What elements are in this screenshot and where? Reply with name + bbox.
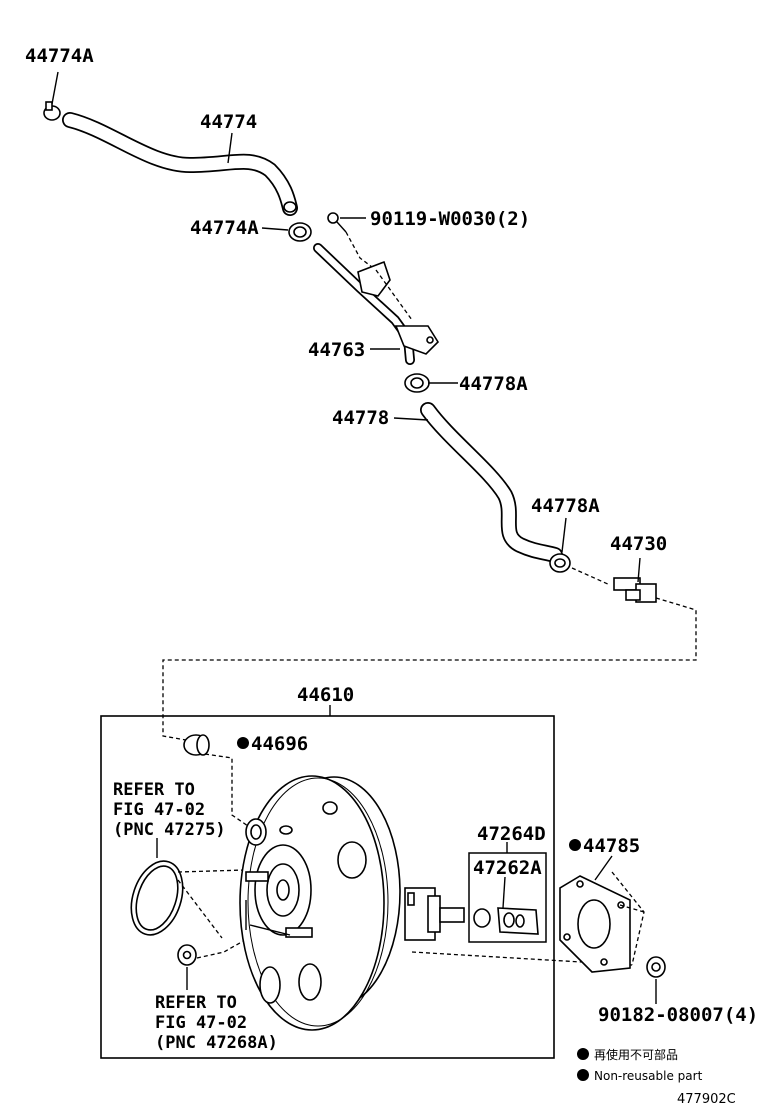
ring-seal[interactable] <box>122 854 191 941</box>
label-check-valve: 44730 <box>610 533 667 555</box>
hose-clip-top[interactable] <box>43 101 61 121</box>
valve-dash-b <box>162 597 697 741</box>
bolt-90119[interactable] <box>327 212 347 233</box>
hose-44774[interactable] <box>62 112 298 216</box>
label-hose-clip-top: 44774A <box>25 45 94 67</box>
clevis-47262a[interactable] <box>473 907 539 935</box>
ref2-line3: (PNC 47268A) <box>155 1033 278 1053</box>
non-reusable-mark-grommet <box>237 737 249 749</box>
legend-mark-jp <box>577 1048 589 1060</box>
legend-mark-en <box>577 1069 589 1081</box>
label-hose-clip-upper: 44774A <box>190 217 259 239</box>
small-nut[interactable] <box>177 944 197 966</box>
booster-assy-frame <box>100 715 555 1059</box>
legend-jp: 再使用不可部品 <box>594 1047 678 1062</box>
leader-hose-upper <box>227 132 233 164</box>
label-pushrod-set: 47264D <box>477 823 546 845</box>
clip-44778a-lower[interactable] <box>549 553 571 573</box>
label-clip-lower-a: 44778A <box>459 373 528 395</box>
clip-44778a-upper[interactable] <box>404 373 430 393</box>
label-bolt: 90119-W0030(2) <box>370 208 530 230</box>
gasket-dash <box>611 871 645 966</box>
label-pipe: 44763 <box>308 339 365 361</box>
nut-90182[interactable] <box>646 956 666 978</box>
ref1-line3: (PNC 47275) <box>113 820 226 840</box>
non-reusable-mark-gasket <box>569 839 581 851</box>
diagram-code: 477902C <box>677 1092 736 1107</box>
leader-check-valve <box>637 557 641 583</box>
grommet-44696[interactable] <box>183 734 210 756</box>
bolt-dash <box>345 231 377 271</box>
check-valve-44730[interactable] <box>613 577 657 603</box>
grommet-dash <box>204 753 249 827</box>
brake-booster-body[interactable] <box>239 775 401 1031</box>
valve-dash-a <box>571 567 611 586</box>
seal-dash <box>177 869 246 939</box>
ref2-line2: FIG 47-02 <box>155 1013 247 1033</box>
label-nut: 90182-08007(4) <box>598 1004 758 1026</box>
leader-hose-lower <box>393 417 429 421</box>
label-hose-lower: 44778 <box>332 407 389 429</box>
ref2-line1: REFER TO <box>155 993 237 1013</box>
leader-gasket <box>594 855 613 881</box>
label-booster-assy: 44610 <box>297 684 354 706</box>
ref1-line2: FIG 47-02 <box>113 800 205 820</box>
leader-clevis <box>502 876 506 909</box>
ref1-line1: REFER TO <box>113 780 195 800</box>
leader-clip-top <box>51 71 59 105</box>
gasket-44785[interactable] <box>559 875 631 973</box>
pushrod[interactable] <box>404 887 465 941</box>
hose-clip-upper[interactable] <box>288 222 312 242</box>
legend-en: Non-reusable part <box>594 1069 703 1083</box>
label-gasket: 44785 <box>583 835 640 857</box>
nut-dash <box>196 939 246 959</box>
hose-44778[interactable] <box>420 402 563 563</box>
pipe-44763[interactable] <box>313 243 440 365</box>
leader-clip-upper <box>261 227 289 231</box>
label-clevis: 47262A <box>473 857 542 879</box>
label-hose-upper: 44774 <box>200 111 257 133</box>
label-clip-lower-b: 44778A <box>531 495 600 517</box>
leader-clip-lower-b <box>561 517 567 553</box>
label-grommet: 44696 <box>251 733 308 755</box>
